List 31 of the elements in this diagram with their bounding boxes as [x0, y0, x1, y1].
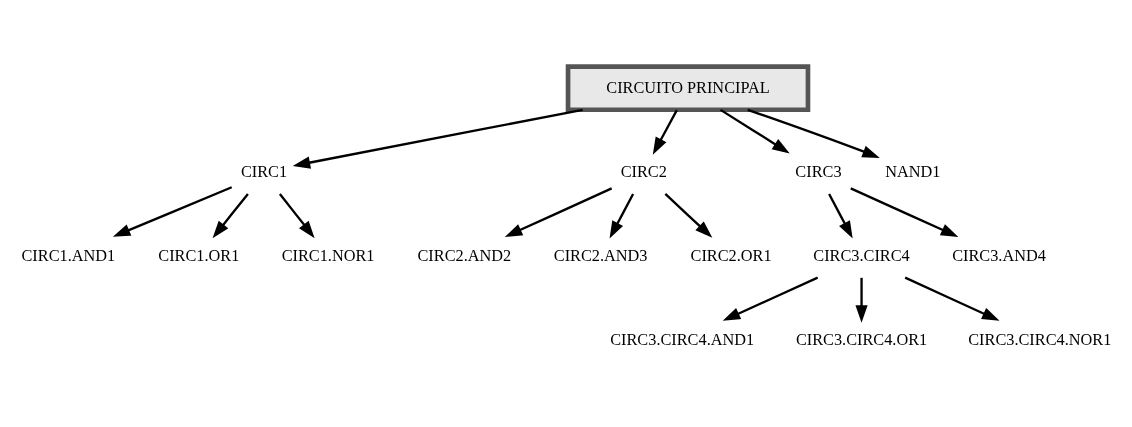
- node-text: CIRC1.OR1: [158, 245, 240, 265]
- arrow: [850, 186, 959, 237]
- node-text: CIRC1.NOR1: [281, 245, 375, 265]
- node-text: CIRC2.OR1: [690, 245, 772, 265]
- node-text: NAND1: [885, 161, 941, 181]
- arrow: [722, 276, 819, 321]
- arrow: [904, 276, 1000, 321]
- arrow: [292, 108, 583, 169]
- arrow: [112, 185, 233, 237]
- node-box: CIRCUITO PRINCIPAL: [565, 63, 811, 112]
- node-text: CIRC2.AND3: [553, 245, 648, 265]
- node-text: CIRC3.CIRC4.OR1: [795, 329, 928, 349]
- node-text: CIRC3.CIRC4.NOR1: [968, 329, 1112, 349]
- arrow: [212, 192, 249, 238]
- node-text: CIRC3.AND4: [952, 245, 1046, 265]
- node-text: CIRC1: [240, 161, 288, 181]
- node-text: CIRC2: [620, 161, 667, 181]
- arrow: [652, 109, 678, 155]
- node-text: CIRC3.CIRC4: [813, 245, 910, 265]
- arrow: [828, 192, 853, 239]
- arrow: [855, 277, 868, 323]
- arrow: [719, 108, 790, 153]
- node-text: CIRC1.AND1: [21, 245, 116, 265]
- node-text: CIRC2.AND2: [417, 245, 512, 265]
- node-text: CIRC3.CIRC4.AND1: [610, 329, 755, 349]
- node-text: CIRC3: [795, 161, 842, 181]
- arrow: [609, 192, 635, 239]
- arrow: [747, 108, 880, 158]
- arrow: [504, 186, 613, 237]
- arrow: [664, 192, 713, 238]
- arrow: [278, 192, 315, 238]
